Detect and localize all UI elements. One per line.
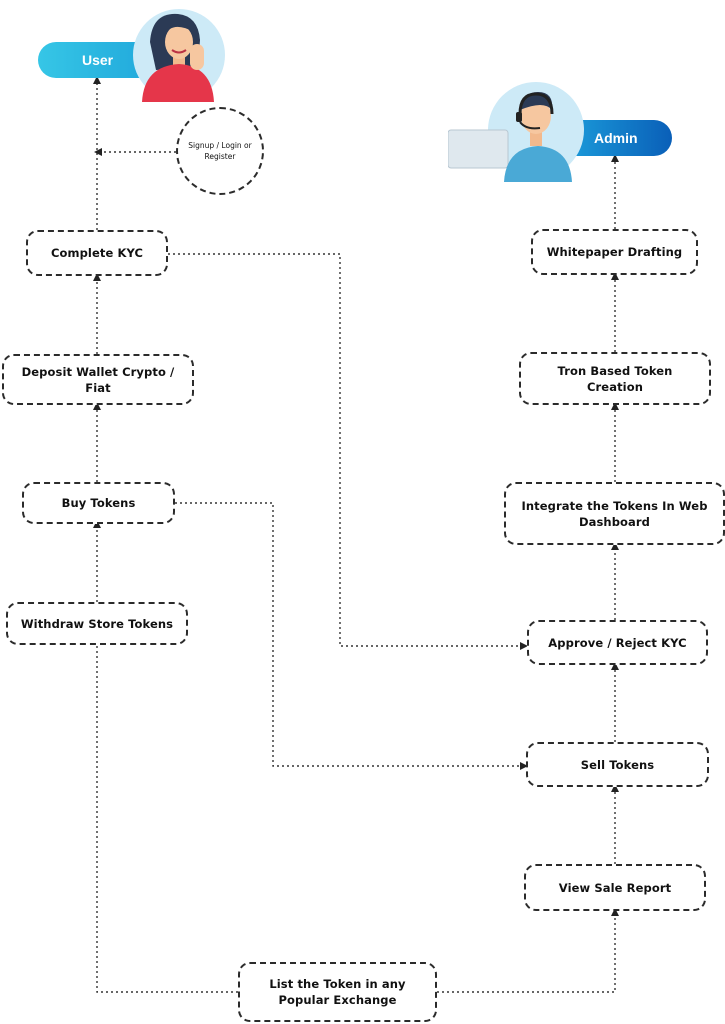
connector-list-to-withdraw xyxy=(96,645,238,993)
whitepaper-drafting-step: Whitepaper Drafting xyxy=(531,229,698,275)
user-label: User xyxy=(82,52,114,68)
connector-buy-to-sell xyxy=(175,502,528,770)
list-token-label: List the Token in any Popular Exchange xyxy=(269,977,406,1007)
admin-label: Admin xyxy=(594,130,638,146)
token-creation-step: Tron Based Token Creation xyxy=(519,352,711,405)
buy-tokens-label: Buy Tokens xyxy=(61,496,136,510)
connector-kyc-to-approve xyxy=(168,253,528,650)
buy-tokens-step: Buy Tokens xyxy=(22,482,175,524)
admin-avatar-icon xyxy=(448,82,584,182)
list-token-step: List the Token in any Popular Exchange xyxy=(238,962,437,1022)
sell-tokens-step: Sell Tokens xyxy=(526,742,709,787)
token-creation-label: Tron Based Token Creation xyxy=(557,363,673,394)
whitepaper-label: Whitepaper Drafting xyxy=(546,245,683,259)
integrate-dashboard-step: Integrate the Tokens In Web Dashboard xyxy=(504,482,725,545)
signup-login-note: Signup / Login or Register xyxy=(176,107,264,195)
signup-note-text: Signup / Login or Register xyxy=(188,141,252,161)
approve-kyc-label: Approve / Reject KYC xyxy=(548,635,687,650)
view-sale-report-label: View Sale Report xyxy=(558,880,672,895)
connector-list-to-report xyxy=(437,908,619,993)
deposit-wallet-label: Deposit Wallet Crypto / Fiat xyxy=(21,364,175,395)
integrate-label: Integrate the Tokens In Web Dashboard xyxy=(521,498,708,529)
withdraw-tokens-label: Withdraw Store Tokens xyxy=(20,616,174,631)
withdraw-tokens-step: Withdraw Store Tokens xyxy=(6,602,188,645)
complete-kyc-label: Complete KYC xyxy=(50,246,144,260)
sell-tokens-label: Sell Tokens xyxy=(580,757,655,772)
view-sale-report-step: View Sale Report xyxy=(524,864,706,911)
complete-kyc-step: Complete KYC xyxy=(26,230,168,276)
deposit-wallet-step: Deposit Wallet Crypto / Fiat xyxy=(2,354,194,405)
user-avatar-icon xyxy=(133,9,225,102)
approve-kyc-step: Approve / Reject KYC xyxy=(527,620,708,665)
